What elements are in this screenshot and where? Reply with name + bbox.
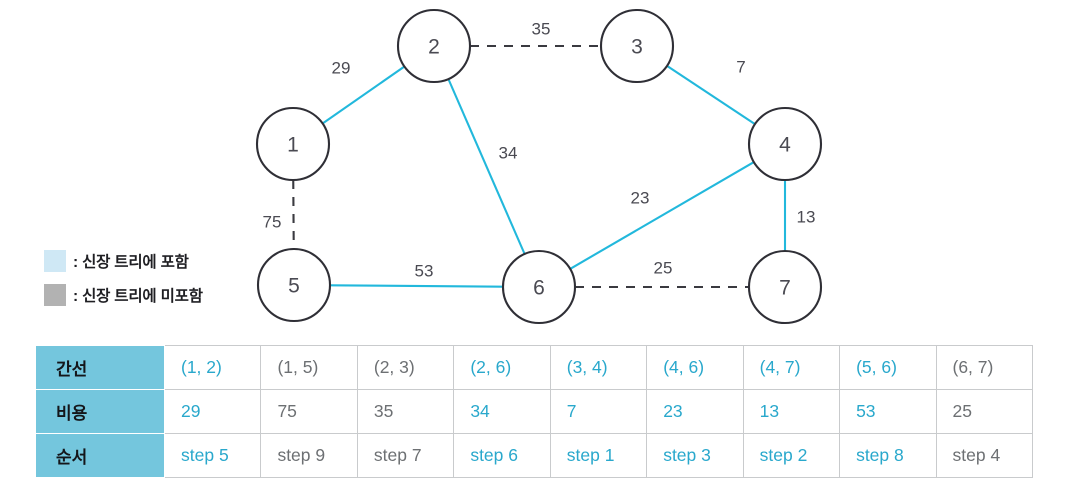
cell-order-4: step 6 (453, 433, 551, 478)
edge-weight-4-7: 13 (797, 208, 816, 227)
graph-node-5: 5 (256, 247, 332, 323)
edge-weight-2-6: 34 (499, 144, 518, 163)
edge-4-6 (569, 161, 755, 270)
cell-cost-7: 13 (742, 389, 841, 434)
cell-edge-7: (4, 7) (742, 345, 841, 390)
cell-order-1: step 5 (163, 433, 262, 478)
cell-edge-2: (1, 5) (260, 345, 358, 390)
edges-layer (292, 44, 787, 289)
graph-node-2: 2 (396, 8, 472, 84)
node-circle-6 (501, 249, 577, 325)
edge-2-6 (447, 78, 526, 255)
cell-cost-1: 29 (163, 389, 262, 434)
cell-edge-4: (2, 6) (453, 345, 551, 390)
row-header-cost: 비용 (35, 389, 165, 434)
legend-label-included: : 신장 트리에 포함 (73, 254, 189, 271)
edge-1-2 (321, 65, 406, 125)
node-circle-3 (599, 8, 675, 84)
cell-edge-6: (4, 6) (646, 345, 744, 390)
edge-weight-3-4: 7 (736, 58, 745, 77)
node-circle-4 (747, 106, 823, 182)
edge-weight-5-6: 53 (415, 262, 434, 281)
edge-weight-1-2: 29 (332, 59, 351, 78)
cell-cost-8: 53 (839, 389, 937, 434)
row-header-edge: 간선 (35, 345, 165, 390)
node-label-1: 1 (287, 134, 299, 157)
legend-item-excluded: : 신장 트리에 미포함 (44, 280, 264, 310)
table-row-edges: 간선 (1, 2)(1, 5)(2, 3)(2, 6)(3, 4)(4, 6)(… (35, 345, 1033, 390)
node-label-6: 6 (533, 277, 545, 300)
node-label-2: 2 (428, 36, 440, 59)
cell-edge-9: (6, 7) (935, 345, 1033, 390)
node-circle-1 (255, 106, 331, 182)
node-label-5: 5 (288, 275, 300, 298)
graph-node-7: 7 (747, 249, 823, 325)
cell-order-9: step 4 (935, 433, 1033, 478)
edge-weight-2-3: 35 (532, 20, 551, 39)
cell-cost-5: 7 (549, 389, 648, 434)
edge-5-6 (329, 284, 504, 288)
cell-cost-4: 34 (453, 389, 551, 434)
node-label-3: 3 (631, 36, 643, 59)
cell-cost-2: 75 (260, 389, 358, 434)
node-circle-7 (747, 249, 823, 325)
graph-node-1: 1 (255, 106, 331, 182)
edge-weight-6-7: 25 (654, 259, 673, 278)
cell-cost-6: 23 (646, 389, 744, 434)
cell-order-6: step 3 (646, 433, 744, 478)
edge-cost-order-table: 간선 (1, 2)(1, 5)(2, 3)(2, 6)(3, 4)(4, 6)(… (35, 345, 1033, 478)
edge-3-4 (666, 65, 756, 125)
cell-edge-5: (3, 4) (549, 345, 648, 390)
cell-cost-9: 25 (935, 389, 1033, 434)
graph-node-3: 3 (599, 8, 675, 84)
node-label-7: 7 (779, 277, 791, 300)
graph-node-6: 6 (501, 249, 577, 325)
legend-item-included: : 신장 트리에 포함 (44, 246, 264, 276)
cell-order-8: step 8 (839, 433, 937, 478)
cell-edge-1: (1, 2) (163, 345, 262, 390)
legend: : 신장 트리에 포함 : 신장 트리에 미포함 (44, 246, 264, 314)
cell-order-7: step 2 (742, 433, 841, 478)
cell-order-2: step 9 (260, 433, 358, 478)
cell-edge-8: (5, 6) (839, 345, 937, 390)
cell-cost-3: 35 (356, 389, 455, 434)
cell-order-5: step 1 (549, 433, 648, 478)
node-circle-2 (396, 8, 472, 84)
cell-order-3: step 7 (356, 433, 455, 478)
cell-edge-3: (2, 3) (356, 345, 455, 390)
edge-weight-1-5: 75 (263, 213, 282, 232)
node-label-4: 4 (779, 134, 791, 157)
graph-node-4: 4 (747, 106, 823, 182)
edge-weight-4-6: 23 (631, 189, 650, 208)
legend-swatch-included-icon (44, 250, 66, 272)
legend-label-excluded: : 신장 트리에 미포함 (73, 288, 203, 305)
node-circle-5 (256, 247, 332, 323)
row-header-order: 순서 (35, 433, 165, 478)
legend-swatch-excluded-icon (44, 284, 66, 306)
